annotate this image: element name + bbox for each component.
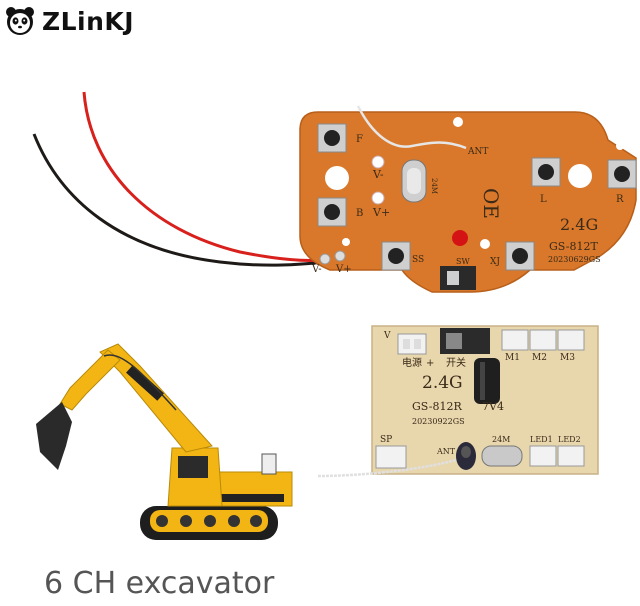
label-xj: XJ	[490, 257, 500, 267]
rx-label-led1: LED1	[530, 435, 553, 444]
label-crystal: 24M	[430, 178, 438, 194]
label-ss: SS	[412, 255, 424, 265]
button-b	[317, 197, 347, 227]
receiver-capacitor-small	[456, 442, 476, 470]
label-b: B	[356, 208, 363, 219]
label-r: R	[616, 194, 624, 205]
label-vminus: V-	[372, 168, 384, 181]
excavator-arm	[59, 349, 121, 411]
receiver-date: 20230922GS	[412, 417, 465, 426]
label-vplus: V+	[372, 206, 390, 219]
rx-label-power: 电源	[402, 356, 422, 369]
product-caption: 6 CH excavator	[44, 566, 275, 601]
excavator-illustration	[36, 343, 293, 540]
led-indicator	[452, 230, 468, 246]
button-f	[317, 123, 347, 153]
switch-header	[440, 328, 490, 354]
receiver-voltage: 7V4	[482, 400, 504, 413]
transmitter-wires	[32, 91, 341, 267]
rx-label-xtal: 24M	[492, 435, 510, 444]
panda-logo-icon	[6, 7, 34, 35]
rx-label-plus: +	[426, 358, 434, 369]
receiver-board: V 电源 + 开关 M1 M2 M3 2.4G GS-812R 7V4 2023…	[317, 325, 599, 478]
rx-label-led2: LED2	[558, 435, 581, 444]
label-vminus-2: V-	[311, 264, 322, 275]
button-l	[531, 157, 561, 187]
rx-label-v: V	[383, 331, 391, 341]
label-vplus-2: V+	[335, 264, 352, 275]
rx-label-sp: SP	[380, 435, 392, 445]
label-ant: ANT	[467, 147, 488, 157]
led-connectors	[529, 445, 585, 467]
transmitter-board: F B V- V+ V- V+ ANT 24M OE L R SS SW XJ …	[299, 105, 637, 293]
receiver-crystal	[481, 445, 523, 467]
sp-connector	[375, 445, 407, 469]
motor-connectors	[501, 329, 585, 351]
slide-switch	[440, 266, 476, 290]
label-sw: SW	[456, 257, 470, 266]
transmitter-model: 2.4G	[560, 215, 598, 234]
label-f: F	[356, 134, 363, 145]
crystal-oscillator	[401, 159, 427, 203]
rx-label-m2: M2	[532, 353, 547, 363]
button-xj	[505, 241, 535, 271]
brand-logo: ZLinKJ	[4, 2, 134, 40]
capacitor	[474, 358, 500, 404]
label-oe: OE	[479, 188, 503, 219]
button-ss	[381, 241, 411, 271]
rx-label-m3: M3	[560, 353, 575, 363]
excavator-bucket	[36, 402, 72, 470]
label-l: L	[540, 194, 547, 205]
rx-label-ant: ANT	[436, 447, 456, 456]
transmitter-part: GS-812T	[549, 240, 598, 253]
brand-name: ZLinKJ	[42, 6, 135, 36]
button-r	[607, 159, 637, 189]
rx-label-m1: M1	[505, 353, 520, 363]
receiver-model: 2.4G	[422, 373, 463, 393]
power-connector	[397, 333, 427, 355]
rx-label-switch: 开关	[446, 356, 466, 369]
transmitter-date: 20230629GS	[548, 255, 601, 264]
receiver-part: GS-812R	[412, 400, 462, 413]
